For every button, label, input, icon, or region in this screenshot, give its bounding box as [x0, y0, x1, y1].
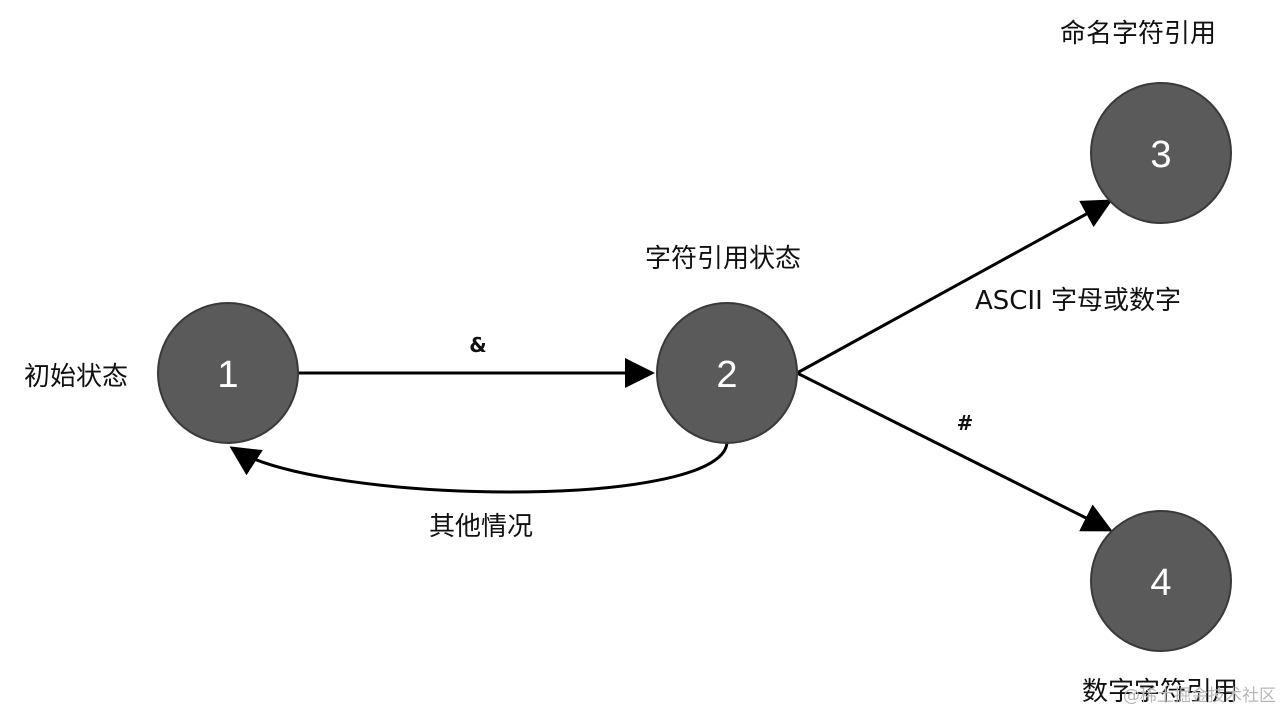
state-node-4: 4: [1090, 510, 1232, 652]
edge-2-to-3: [796, 199, 1113, 375]
node-1-circle: [157, 302, 299, 444]
node-3-label: 命名字符引用: [1060, 19, 1216, 49]
edge-2-to-4: [796, 371, 1113, 532]
edge-label-ampersand: &: [469, 333, 486, 357]
state-node-2: 2: [656, 302, 798, 444]
node-4-number: 4: [1150, 562, 1171, 604]
edge-2-to-1: [229, 442, 729, 494]
node-1-number: 1: [217, 354, 238, 396]
node-4-label: 数字字符引用: [1082, 677, 1238, 707]
state-node-3: 3: [1090, 82, 1232, 224]
node-2-label: 字符引用状态: [645, 244, 801, 274]
node-3-circle: [1090, 82, 1232, 224]
node-1-label: 初始状态: [24, 362, 128, 392]
edge-label-other: 其他情况: [429, 512, 533, 542]
edge-label-hash: #: [957, 411, 974, 435]
edge-label-ascii: ASCII 字母或数字: [975, 286, 1181, 316]
node-2-circle: [656, 302, 798, 444]
state-node-1: 1: [157, 302, 299, 444]
node-2-number: 2: [716, 354, 737, 396]
node-4-circle: [1090, 510, 1232, 652]
watermark-text: @稀土掘金技术社区: [1123, 686, 1276, 706]
node-3-number: 3: [1150, 134, 1171, 176]
